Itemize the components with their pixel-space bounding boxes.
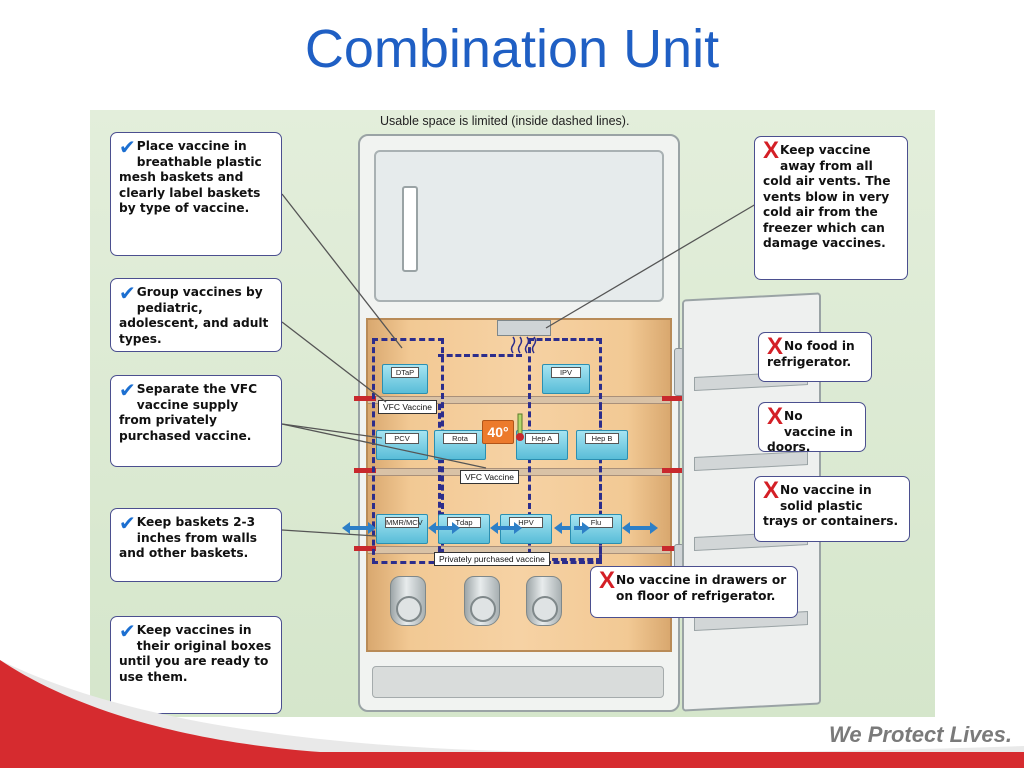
x-mark-icon: X xyxy=(767,333,784,360)
vaccine-basket: Rota xyxy=(434,430,486,460)
shelf-bracket xyxy=(354,468,376,473)
x-mark-icon: X xyxy=(763,477,780,504)
callout-text: No vaccine in solid plastic trays or con… xyxy=(763,483,899,528)
vaccine-basket: DTaP xyxy=(382,364,428,394)
privately-purchased-label: Privately purchased vaccine xyxy=(434,552,550,566)
basket-label: PCV xyxy=(385,433,419,444)
usable-space-note: Usable space is limited (inside dashed l… xyxy=(380,114,630,128)
spacing-arrows-icon xyxy=(342,522,658,534)
basket-label: Rota xyxy=(443,433,477,444)
shelf-bracket xyxy=(662,468,684,473)
shelf-bracket xyxy=(354,546,376,551)
callout-group-vaccines: ✔ Group vaccines by pediatric, adolescen… xyxy=(110,278,282,352)
drawer-bottle xyxy=(526,576,562,626)
shelf-bracket xyxy=(662,546,684,551)
drawer-bottle xyxy=(464,576,500,626)
shelf-bracket xyxy=(662,396,684,401)
shelf-middle xyxy=(368,468,670,476)
basket-label: Hep A xyxy=(525,433,559,444)
shelf-top xyxy=(368,396,670,404)
callout-text: Group vaccines by pediatric, adolescent,… xyxy=(119,285,269,346)
freezer-handle xyxy=(402,186,418,272)
refrigerator-body: DTaP IPV VFC Vaccine PCV Rota Hep A Hep … xyxy=(342,134,684,712)
tagline: We Protect Lives. xyxy=(829,722,1012,747)
callout-no-solid-trays: X No vaccine in solid plastic trays or c… xyxy=(754,476,910,542)
callout-basket-spacing: ✔ Keep baskets 2-3 inches from walls and… xyxy=(110,508,282,582)
vaccine-basket: IPV xyxy=(542,364,590,394)
callout-text: Keep vaccines in their original boxes un… xyxy=(119,623,272,684)
basket-label: Tdap xyxy=(447,517,481,528)
footer-swoosh xyxy=(0,660,1024,768)
callout-mesh-baskets: ✔ Place vaccine in breathable plastic me… xyxy=(110,132,282,256)
cold-air-vent xyxy=(497,320,551,336)
x-mark-icon: X xyxy=(767,403,784,430)
slide-title: Combination Unit xyxy=(304,19,720,79)
callout-no-drawers: X No vaccine in drawers or on floor of r… xyxy=(590,566,798,618)
drawer-bottle xyxy=(390,576,426,626)
callout-no-food: X No food in refrigerator. xyxy=(758,332,872,382)
callout-text: Place vaccine in breathable plastic mesh… xyxy=(119,139,262,215)
callout-text: No food in refrigerator. xyxy=(767,339,855,369)
vaccine-basket: MMR/MCV xyxy=(376,514,428,544)
callout-text: Separate the VFC vaccine supply from pri… xyxy=(119,382,258,443)
callout-text: No vaccine in doors. xyxy=(767,409,853,454)
callout-text: Keep baskets 2-3 inches from walls and o… xyxy=(119,515,258,560)
basket-label: MMR/MCV xyxy=(385,517,423,528)
thermometer-reading: 40° xyxy=(482,420,514,444)
checkmark-icon: ✔ xyxy=(119,135,136,159)
vaccine-basket: Tdap xyxy=(438,514,490,544)
callout-no-doors: X No vaccine in doors. xyxy=(758,402,866,454)
freezer-door xyxy=(374,150,664,302)
vfc-vaccine-label: VFC Vaccine xyxy=(378,400,437,414)
callout-text: Keep vaccine away from all cold air vent… xyxy=(763,143,891,250)
callout-air-vents: X Keep vaccine away from all cold air ve… xyxy=(754,136,908,280)
basket-label: Flu xyxy=(579,517,613,528)
vaccine-basket: HPV xyxy=(500,514,552,544)
vaccine-basket: Hep A xyxy=(516,430,568,460)
x-mark-icon: X xyxy=(763,137,780,164)
vaccine-basket: PCV xyxy=(376,430,428,460)
basket-label: IPV xyxy=(551,367,581,378)
refrigerator-interior: DTaP IPV VFC Vaccine PCV Rota Hep A Hep … xyxy=(342,318,684,652)
basket-label: HPV xyxy=(509,517,543,528)
callout-original-boxes: ✔ Keep vaccines in their original boxes … xyxy=(110,616,282,714)
checkmark-icon: ✔ xyxy=(119,619,136,643)
thermometer-icon xyxy=(516,413,524,441)
diagram-panel: Usable space is limited (inside dashed l… xyxy=(90,110,935,717)
callout-text: No vaccine in drawers or on floor of ref… xyxy=(616,573,787,603)
checkmark-icon: ✔ xyxy=(119,378,136,402)
checkmark-icon: ✔ xyxy=(119,511,136,535)
vaccine-basket: Hep B xyxy=(576,430,628,460)
bottom-drawer xyxy=(372,666,664,698)
basket-label: DTaP xyxy=(391,367,419,378)
basket-label: Hep B xyxy=(585,433,619,444)
vfc-vaccine-label: VFC Vaccine xyxy=(460,470,519,484)
vaccine-basket: Flu xyxy=(570,514,622,544)
checkmark-icon: ✔ xyxy=(119,281,136,305)
callout-separate-vfc: ✔ Separate the VFC vaccine supply from p… xyxy=(110,375,282,467)
x-mark-icon: X xyxy=(599,567,616,594)
